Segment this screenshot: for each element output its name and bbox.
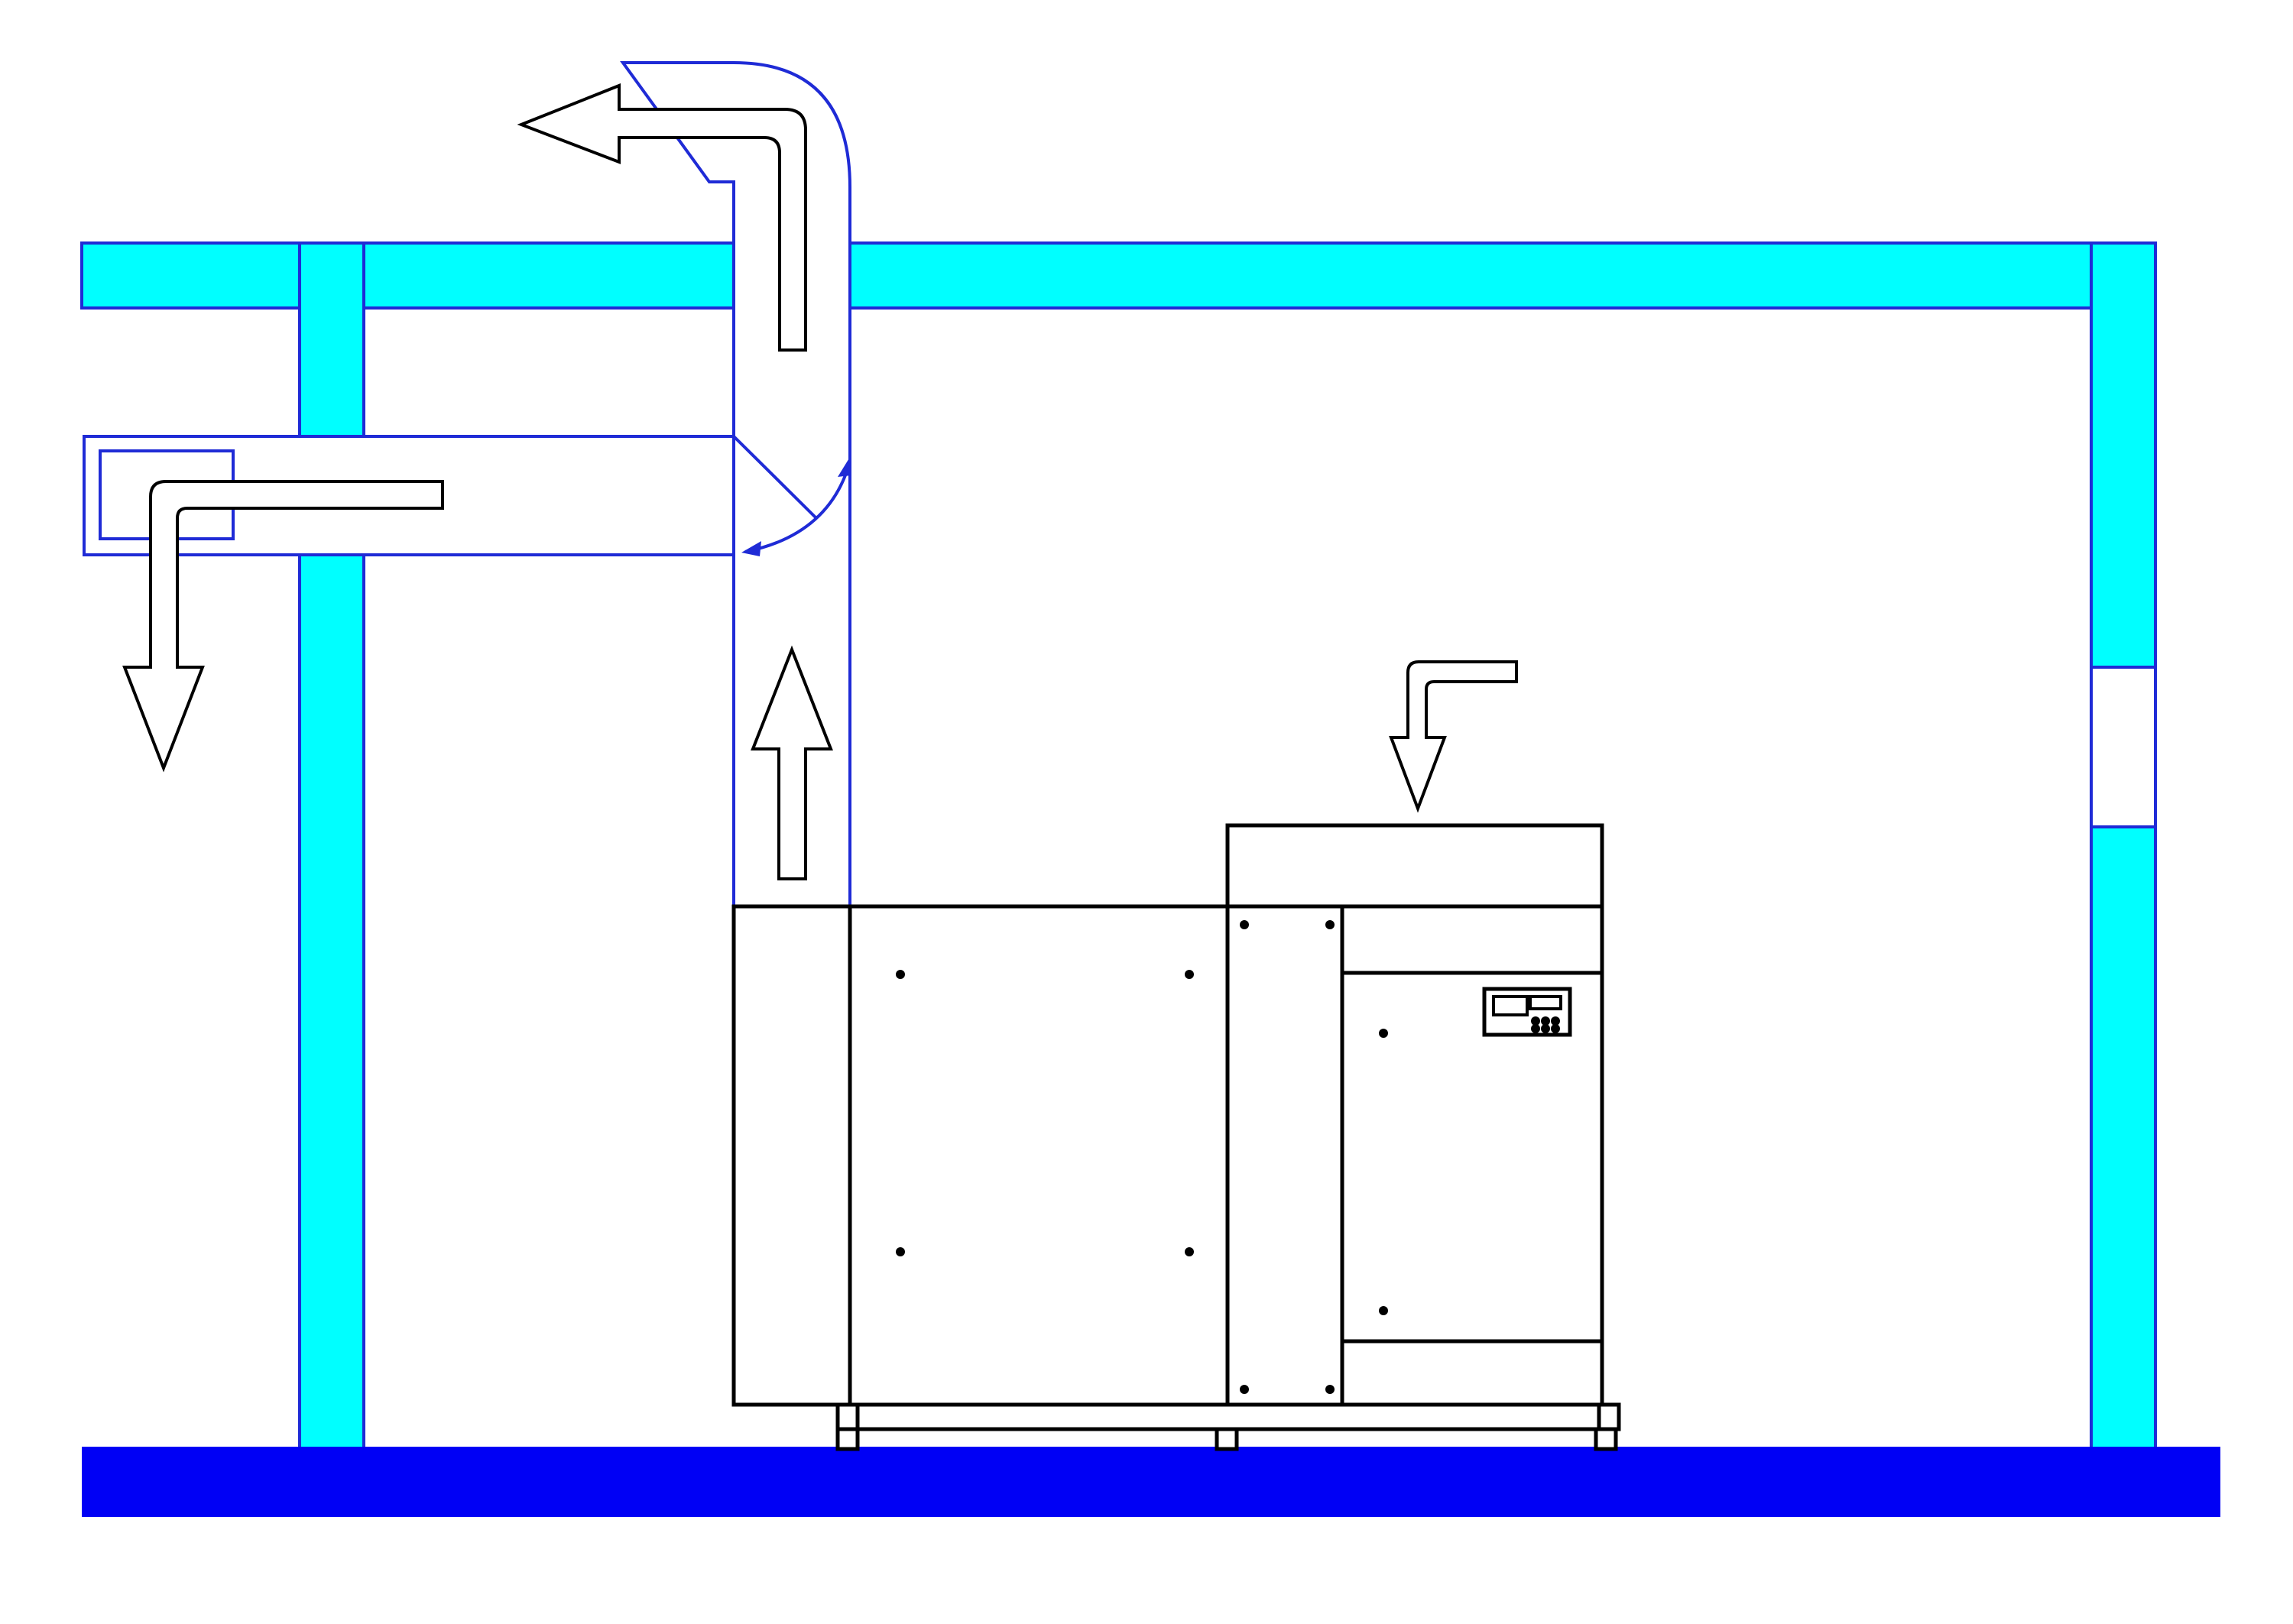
- left-wall-lower: [298, 553, 365, 1451]
- roof-stub-left: [80, 241, 301, 310]
- control-panel: [1482, 987, 1572, 1037]
- bolt: [1185, 1247, 1194, 1256]
- base-rail-left: [835, 1402, 860, 1431]
- control-button-4: [1531, 1024, 1540, 1033]
- wall-louver: [2090, 666, 2157, 828]
- bolt: [1185, 970, 1194, 979]
- bolt: [1325, 1385, 1335, 1394]
- flow-arrows: [122, 83, 1518, 880]
- control-button-5: [1541, 1024, 1550, 1033]
- bolt: [1379, 1029, 1388, 1038]
- control-panel-icon: [1482, 987, 1572, 1037]
- control-display-right: [1529, 995, 1562, 1010]
- base-foot-right: [1594, 1427, 1618, 1451]
- cooler-housing: [1225, 823, 1604, 909]
- control-display-left: [1492, 995, 1529, 1016]
- bolt: [1240, 920, 1249, 929]
- bolt: [1325, 920, 1335, 929]
- bolt: [1240, 1385, 1249, 1394]
- roof-slab-left: [298, 241, 735, 310]
- damper-pivot-icon: [744, 461, 851, 553]
- exhaust-duct: [620, 61, 851, 908]
- base-frame: [835, 1402, 1621, 1431]
- panel-bolts: [896, 920, 1388, 1394]
- control-button-2: [1541, 1016, 1550, 1026]
- floor-slab: [82, 1447, 2220, 1517]
- base-foot-left: [835, 1427, 860, 1451]
- right-wall-lower: [2090, 825, 2157, 1451]
- damper-arrowhead-bottom: [741, 541, 761, 556]
- intake-down-arrow: [1389, 660, 1518, 813]
- roof-slab-right: [848, 241, 2157, 310]
- bolt: [896, 970, 905, 979]
- recirculation-down-arrow: [122, 480, 444, 773]
- compressor-unit: [731, 823, 1621, 1451]
- control-button-1: [1531, 1016, 1540, 1026]
- damper: [732, 435, 818, 520]
- damper-arrowhead-top: [838, 457, 851, 477]
- building-structure: [80, 241, 2220, 1517]
- base-foot-middle: [1215, 1427, 1239, 1451]
- left-wall-upper: [298, 241, 365, 438]
- base-rail-right: [1597, 1402, 1621, 1431]
- right-wall-upper: [2090, 241, 2157, 669]
- compressor-cabinet: [731, 904, 1604, 1407]
- control-button-3: [1551, 1016, 1560, 1026]
- exhaust-out-arrow: [517, 83, 807, 352]
- recirculation-duct: [83, 435, 735, 556]
- bolt: [1379, 1306, 1388, 1315]
- control-button-6: [1551, 1024, 1560, 1033]
- bolt: [896, 1247, 905, 1256]
- hot-air-up-arrow: [751, 645, 833, 880]
